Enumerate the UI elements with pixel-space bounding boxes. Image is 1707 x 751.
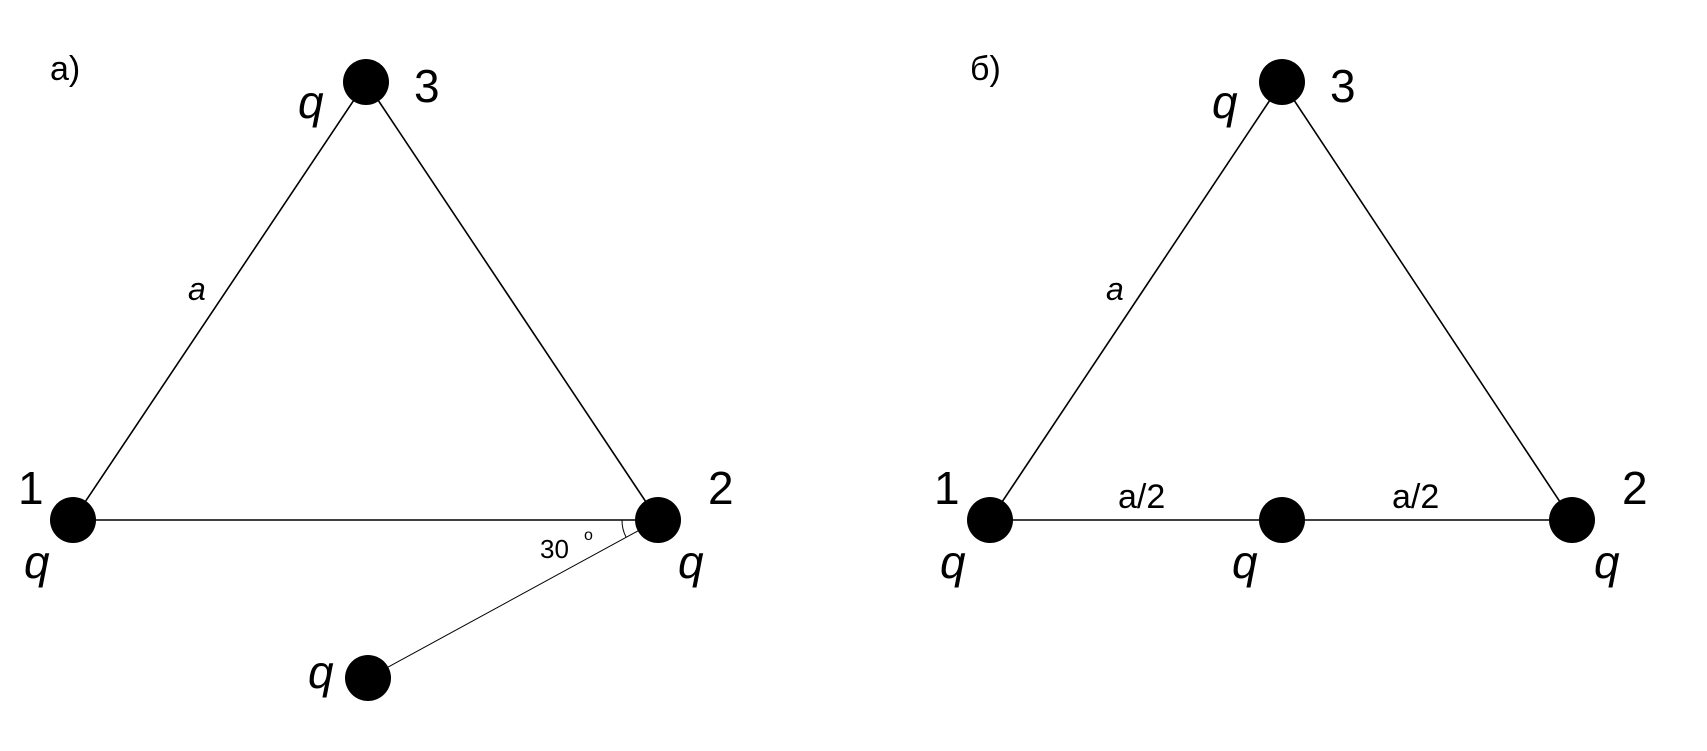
panel-b-half-left: a/2 [1118, 478, 1165, 516]
panel-b: б) 1 2 3 q q q q a a/2 a/2 [934, 50, 1648, 588]
panel-a-link-2-4 [367, 519, 659, 679]
panel-a-side-label: a [188, 271, 206, 307]
panel-b-vertex-3: 3 [1330, 60, 1356, 112]
panel-a-charge-1 [50, 497, 96, 543]
panel-a: а) 1 2 3 q q q q a 30 o [18, 50, 734, 701]
panel-a-vertex-3: 3 [414, 60, 440, 112]
panel-a-vertex-1: 1 [18, 462, 44, 514]
panel-b-charge-label-1: q [940, 536, 966, 588]
panel-a-angle-degree: o [584, 527, 593, 544]
panel-b-side-13 [989, 81, 1283, 521]
panel-a-side-13 [72, 81, 367, 521]
panel-a-charge-label-2: q [678, 536, 704, 588]
panel-b-charge-label-3: q [1212, 76, 1238, 128]
panel-b-charge-label-mid: q [1232, 536, 1258, 588]
panel-b-side-label: a [1106, 271, 1124, 307]
panel-b-vertex-2: 2 [1622, 462, 1648, 514]
panel-b-side-32 [1281, 81, 1573, 521]
panel-b-charge-mid [1259, 497, 1305, 543]
panel-b-charge-label-2: q [1594, 536, 1620, 588]
panel-a-charge-2 [635, 497, 681, 543]
panel-a-angle-value: 30 [540, 534, 569, 564]
panel-b-vertex-1: 1 [934, 462, 960, 514]
panel-b-charge-3 [1259, 59, 1305, 105]
panel-a-charge-3 [343, 59, 389, 105]
panel-b-half-right: a/2 [1392, 478, 1439, 516]
panel-a-charge-label-3: q [298, 76, 324, 128]
panel-a-label: а) [50, 50, 80, 88]
panel-b-charge-1 [967, 497, 1013, 543]
panel-b-charge-2 [1549, 497, 1595, 543]
panel-a-charge-label-1: q [24, 536, 50, 588]
panel-a-side-32 [365, 81, 659, 521]
panel-b-label: б) [970, 50, 1001, 88]
panel-a-angle-arc [621, 519, 627, 538]
panel-a-charge-label-4: q [308, 646, 334, 698]
panel-a-charge-4 [345, 655, 391, 701]
panel-a-vertex-2: 2 [708, 462, 734, 514]
